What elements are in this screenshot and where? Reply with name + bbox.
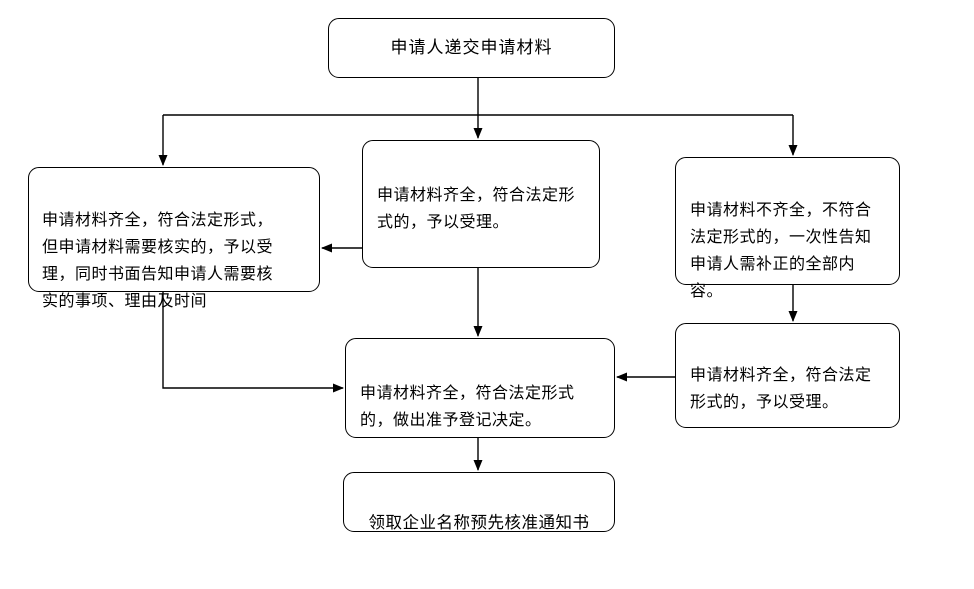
node-accept-right: 申请材料齐全，符合法定 形式的，予以受理。 [675,323,900,428]
arrow-verify-to-decision [162,292,344,393]
node-verify-accept-label: 申请材料齐全，符合法定形式， 但申请材料需要核实的，予以受 理，同时书面告知申请… [42,210,274,310]
node-accept-middle-label: 申请材料齐全，符合法定形 式的，予以受理。 [377,185,576,231]
node-applicant-submit-label: 申请人递交申请材料 [390,37,553,58]
node-approve-decision-label: 申请材料齐全，符合法定形式 的，做出准予登记决定。 [360,383,575,429]
node-applicant-submit: 申请人递交申请材料 [328,18,615,78]
node-accept-middle: 申请材料齐全，符合法定形 式的，予以受理。 [362,140,600,268]
node-receive-notice-label: 领取企业名称预先核准通知书 [368,513,590,532]
node-verify-accept: 申请材料齐全，符合法定形式， 但申请材料需要核实的，予以受 理，同时书面告知申请… [28,167,320,310]
node-receive-notice: 领取企业名称预先核准通知书 [343,472,615,532]
node-approve-decision: 申请材料齐全，符合法定形式 的，做出准予登记决定。 [345,338,615,438]
node-incomplete-notify: 申请材料不齐全，不符合 法定形式的，一次性告知 申请人需补正的全部内 容。 [675,157,900,300]
node-accept-right-label: 申请材料齐全，符合法定 形式的，予以受理。 [690,365,872,411]
node-incomplete-notify-label: 申请材料不齐全，不符合 法定形式的，一次性告知 申请人需补正的全部内 容。 [690,200,872,300]
